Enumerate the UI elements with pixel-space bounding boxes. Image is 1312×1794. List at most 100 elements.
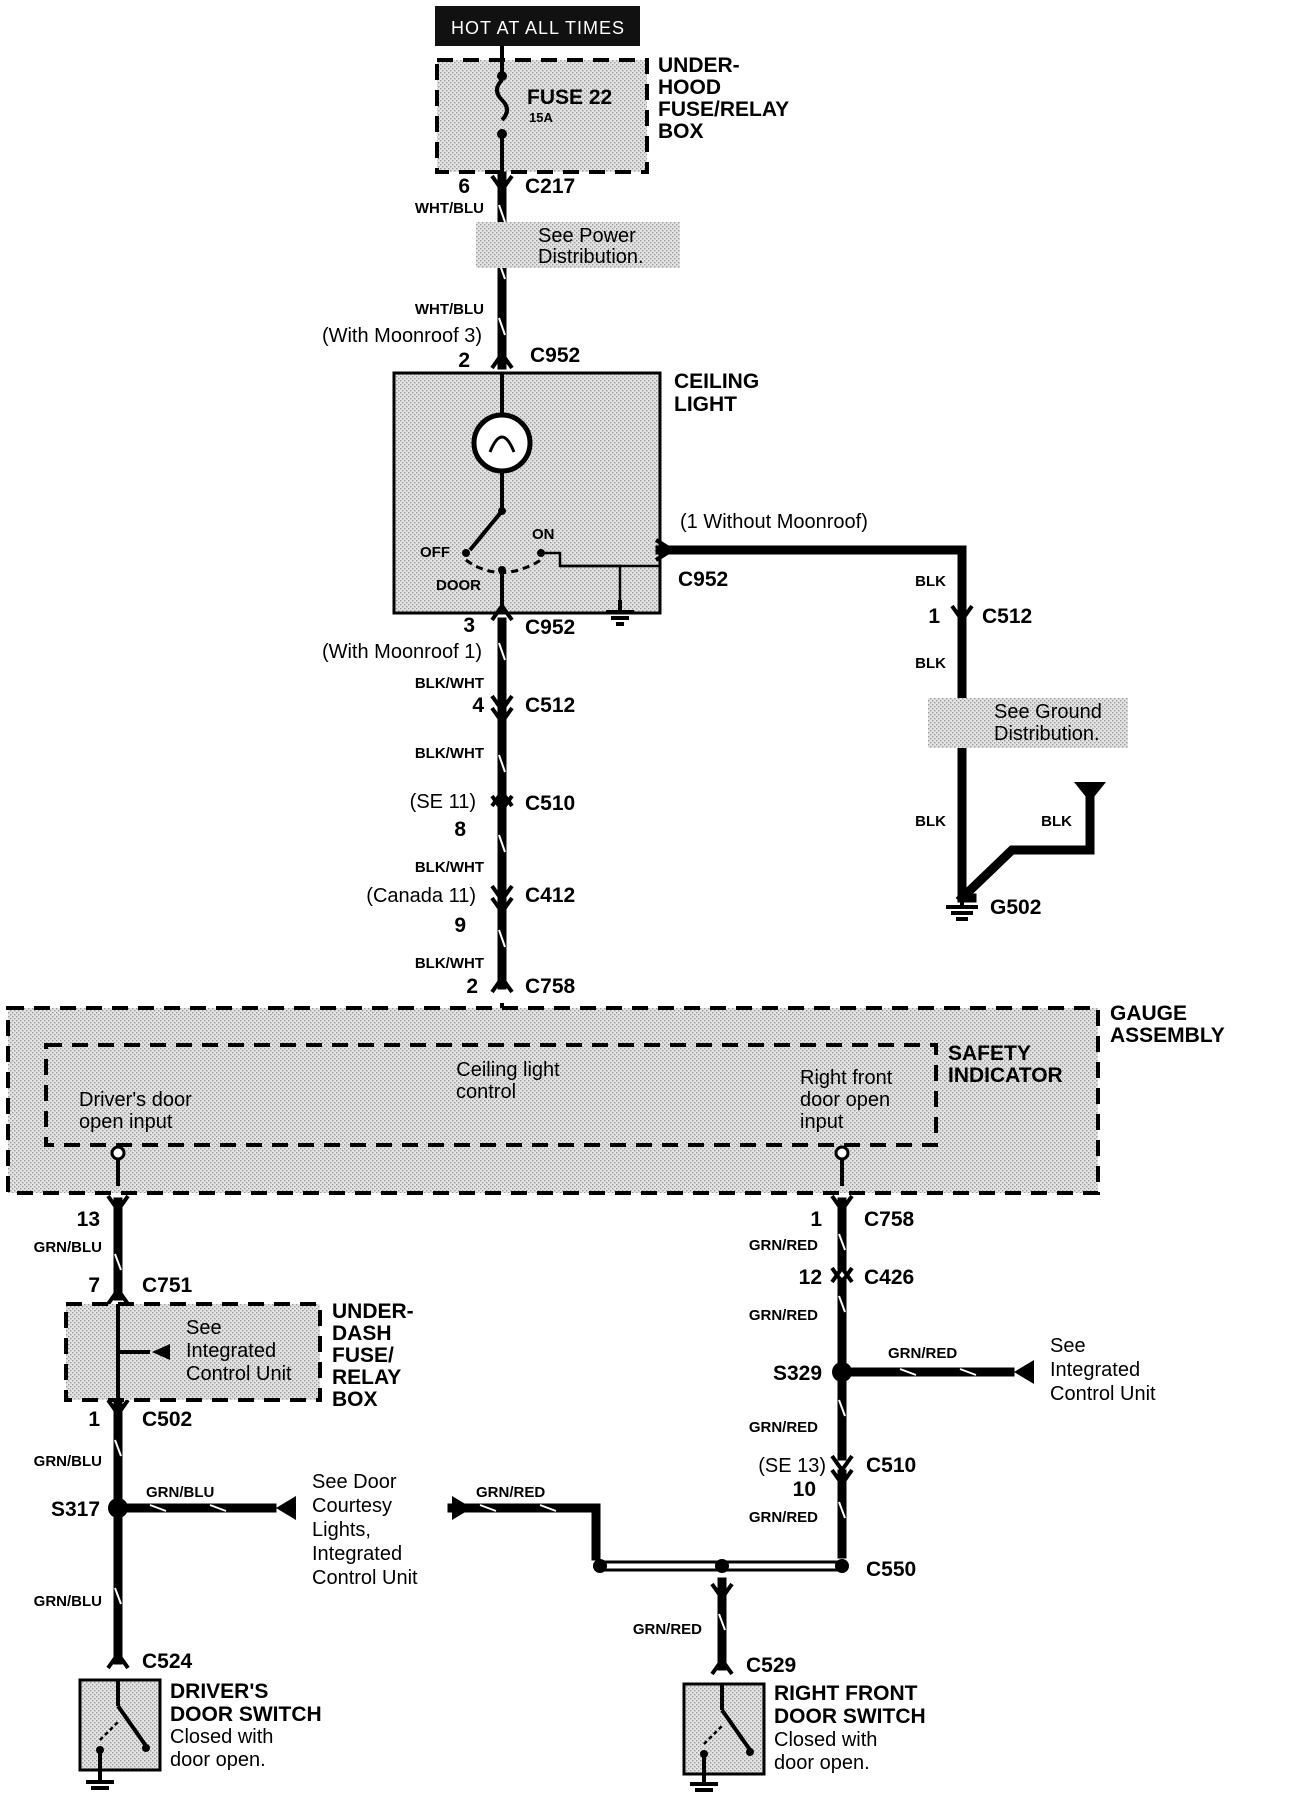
svg-text:Lights,: Lights,: [312, 1519, 371, 1541]
connector-c758-bottom-icon: [830, 1194, 854, 1214]
svg-text:(SE 13): (SE 13): [758, 1455, 826, 1477]
svg-text:8: 8: [454, 818, 466, 841]
svg-text:LIGHT: LIGHT: [674, 393, 737, 416]
fuse-rating: 15A: [529, 110, 553, 125]
underdash-fuse-relay-box: See Integrated Control Unit UNDER- DASH …: [64, 1300, 414, 1411]
splice-s317-icon: [108, 1498, 128, 1518]
connector-c758-top: C758: [525, 975, 576, 998]
connector-c952-right-icon: [654, 538, 676, 562]
svg-text:ASSEMBLY: ASSEMBLY: [1110, 1024, 1225, 1047]
hot-at-all-times-badge: HOT AT ALL TIMES: [435, 6, 640, 46]
integrated-control-arrow-icon: [1014, 1360, 1034, 1384]
connector-c512-right: C512: [982, 605, 1032, 628]
connector-c952-right: C952: [678, 568, 728, 591]
svg-text:control: control: [456, 1081, 516, 1103]
svg-text:RIGHT FRONT: RIGHT FRONT: [774, 1682, 918, 1705]
svg-text:DOOR: DOOR: [436, 577, 481, 594]
svg-text:1: 1: [928, 605, 940, 628]
svg-text:WHT/BLU: WHT/BLU: [415, 200, 484, 217]
svg-text:BLK/WHT: BLK/WHT: [415, 955, 484, 972]
gauge-assembly: GAUGE ASSEMBLY SAFETY INDICATOR Ceiling …: [6, 1002, 1225, 1195]
ground-distribution-note-box: [928, 698, 1128, 748]
connector-c502: C502: [142, 1408, 192, 1431]
svg-text:door open.: door open.: [774, 1752, 870, 1774]
svg-text:DRIVER'S: DRIVER'S: [170, 1680, 268, 1703]
svg-text:GRN/RED: GRN/RED: [888, 1345, 957, 1362]
svg-text:See Power: See Power: [538, 225, 636, 247]
svg-text:(SE 11): (SE 11): [410, 791, 476, 813]
connector-c524: C524: [142, 1650, 193, 1673]
svg-text:INDICATOR: INDICATOR: [948, 1064, 1063, 1087]
connector-c426-icon: [830, 1264, 854, 1284]
svg-text:1: 1: [88, 1408, 100, 1431]
svg-text:UNDER-: UNDER-: [658, 54, 740, 77]
wire-grn-red: [447, 1194, 1034, 1676]
connector-c751-icon: [106, 1286, 130, 1306]
svg-text:(With Moonroof 3): (With Moonroof 3): [322, 325, 482, 347]
connector-c512-right-icon: [950, 604, 974, 624]
svg-text:6: 6: [458, 175, 470, 198]
svg-text:Integrated: Integrated: [186, 1340, 276, 1362]
svg-text:WHT/BLU: WHT/BLU: [415, 301, 484, 318]
svg-text:1: 1: [810, 1208, 822, 1231]
wire-blk-wht: [490, 602, 514, 1044]
svg-text:Control Unit: Control Unit: [312, 1567, 418, 1589]
svg-text:See: See: [1050, 1335, 1086, 1357]
connector-c426: C426: [864, 1266, 914, 1289]
door-courtesy-arrow-icon: [452, 1496, 472, 1520]
svg-text:SAFETY: SAFETY: [948, 1042, 1031, 1065]
connector-c412-icon: [490, 884, 514, 904]
svg-text:Integrated: Integrated: [1050, 1359, 1140, 1381]
drivers-door-switch: DRIVER'S DOOR SWITCH Closed with door op…: [78, 1678, 322, 1790]
connector-c510-left: C510: [525, 792, 575, 815]
svg-text:CEILING: CEILING: [674, 370, 759, 393]
svg-text:Closed with: Closed with: [170, 1726, 273, 1748]
wire-grn-blu: [106, 1194, 296, 1670]
connector-c510-right-icon: [830, 1454, 854, 1474]
svg-text:See Ground: See Ground: [994, 701, 1102, 723]
svg-text:open input: open input: [79, 1111, 173, 1133]
svg-text:GRN/BLU: GRN/BLU: [34, 1593, 102, 1610]
connector-c510-right: C510: [866, 1454, 916, 1477]
underhood-fuse-relay-box: FUSE 22 15A UNDER- HOOD FUSE/RELAY BOX: [435, 46, 789, 174]
svg-text:ON: ON: [532, 526, 555, 543]
splice-s317: S317: [51, 1498, 100, 1521]
fuse-label: FUSE 22: [527, 86, 612, 109]
svg-text:input: input: [800, 1111, 844, 1133]
svg-text:GRN/BLU: GRN/BLU: [146, 1484, 214, 1501]
connector-c217-icon: [490, 174, 514, 194]
connector-c550: C550: [866, 1558, 916, 1581]
svg-text:Distribution.: Distribution.: [994, 723, 1100, 745]
svg-text:(With Moonroof 1): (With Moonroof 1): [322, 641, 482, 663]
svg-text:GRN/BLU: GRN/BLU: [34, 1239, 102, 1256]
switch-contact-icon: [116, 1704, 148, 1748]
svg-text:10: 10: [793, 1478, 816, 1501]
svg-text:BLK: BLK: [915, 573, 946, 590]
svg-text:DOOR SWITCH: DOOR SWITCH: [170, 1703, 322, 1726]
connector-c758-top-icon: [490, 974, 514, 994]
svg-text:GAUGE: GAUGE: [1110, 1002, 1187, 1025]
splice-s329-icon: [832, 1362, 852, 1382]
connector-c217: C217: [525, 175, 575, 198]
svg-text:Closed with: Closed with: [774, 1729, 877, 1751]
connector-c550-icon: [710, 1582, 734, 1602]
svg-text:(1 Without Moonroof): (1 Without Moonroof): [680, 511, 868, 533]
wire-wht-blu: [497, 171, 507, 370]
svg-text:GRN/BLU: GRN/BLU: [34, 1453, 102, 1470]
switch-contact-icon: [720, 1708, 752, 1752]
svg-text:See: See: [186, 1317, 222, 1339]
svg-text:door open: door open: [800, 1089, 890, 1111]
svg-text:4: 4: [472, 694, 484, 717]
svg-text:Integrated: Integrated: [312, 1543, 402, 1565]
safety-indicator-box: [44, 1043, 938, 1147]
ground-arrow-icon: [1074, 782, 1106, 802]
svg-text:Right front: Right front: [800, 1067, 893, 1089]
svg-text:9: 9: [454, 914, 466, 937]
fuse-icon: [495, 78, 509, 122]
splice-s329: S329: [773, 1362, 822, 1385]
svg-text:HOT AT ALL TIMES: HOT AT ALL TIMES: [451, 18, 625, 38]
svg-text:2: 2: [466, 975, 478, 998]
svg-text:OFF: OFF: [420, 544, 450, 561]
svg-text:door open.: door open.: [170, 1749, 266, 1771]
svg-text:UNDER-: UNDER-: [332, 1300, 414, 1323]
